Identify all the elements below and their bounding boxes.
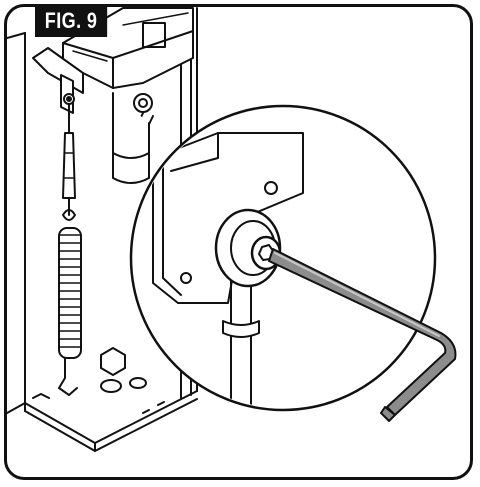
figure-label: FIG. 9 [35,4,108,37]
drive-lever [112,92,154,184]
spring-icon [58,227,82,359]
technical-illustration [7,7,457,452]
tension-spring-assembly [58,93,82,396]
figure-frame [4,4,473,480]
allen-key-icon [268,248,457,422]
turnbuckle-icon [62,132,76,199]
